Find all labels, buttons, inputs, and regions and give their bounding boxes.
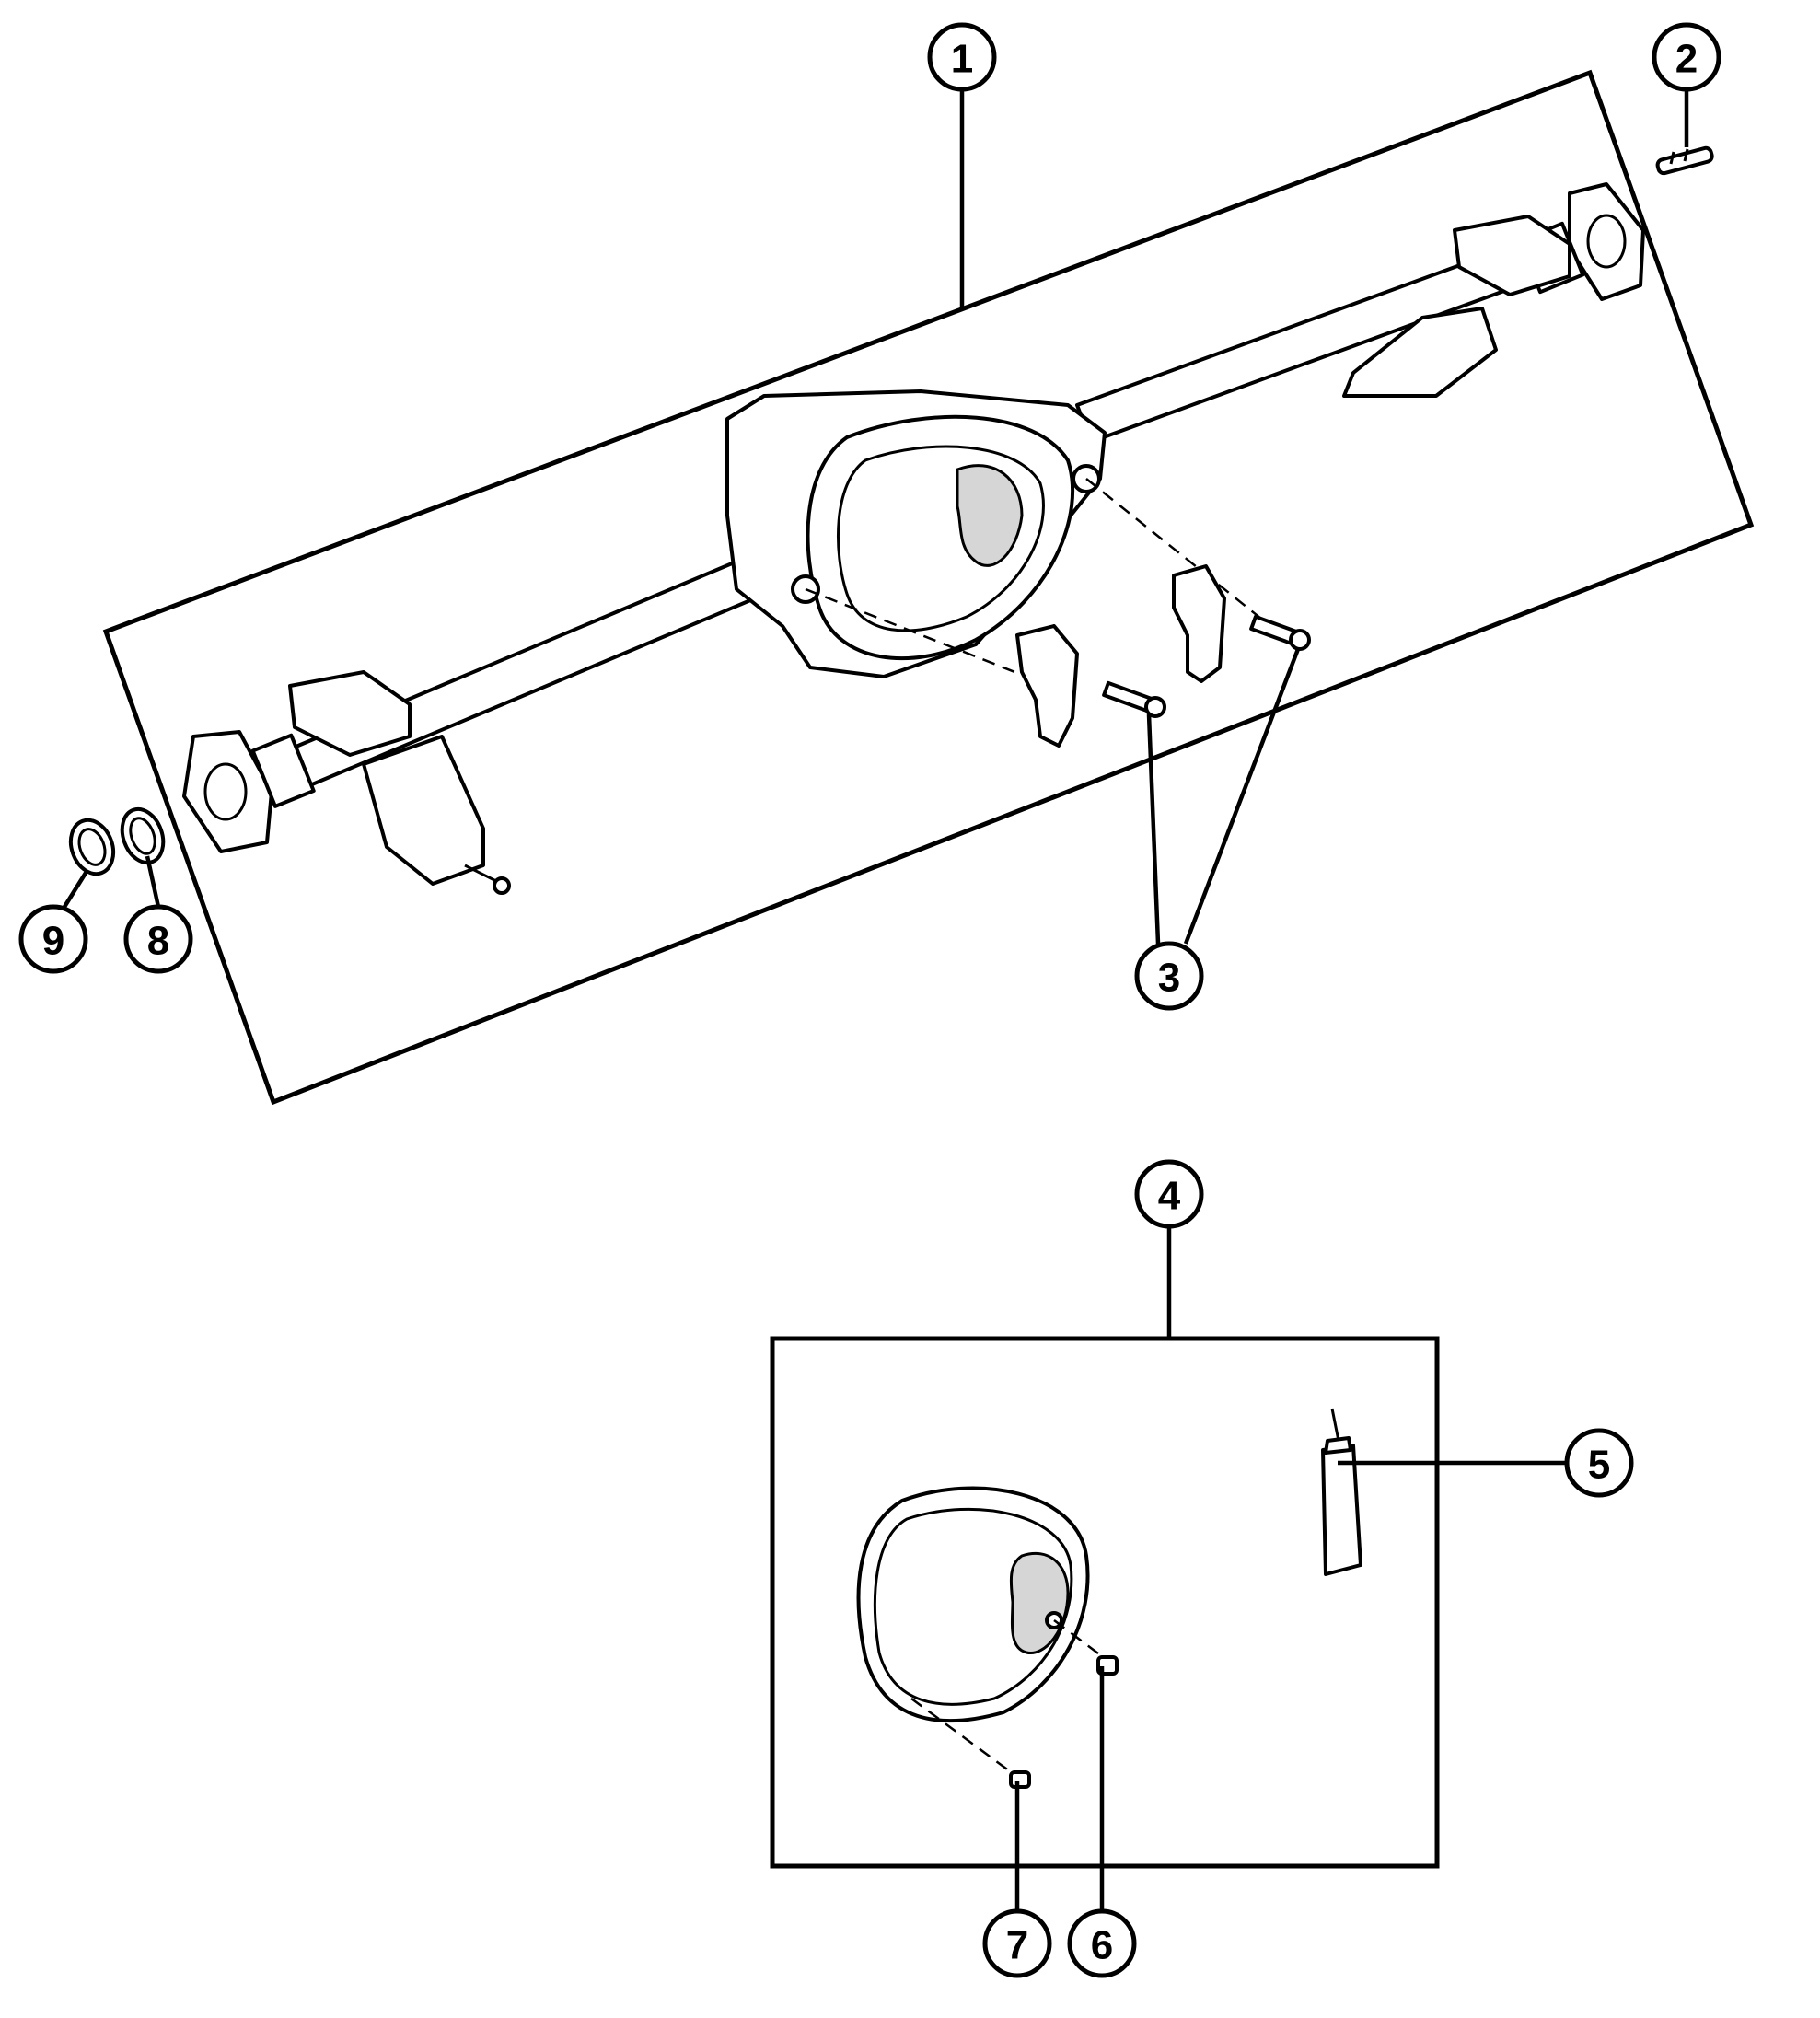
sealant-tube-part-5 (1321, 1408, 1362, 1576)
fill-plug-line (1053, 1619, 1110, 1663)
axle-housing (182, 182, 1645, 895)
spring-pad-left (288, 670, 412, 757)
leader-9 (63, 868, 89, 909)
cover-bolt-line (910, 1697, 1018, 1779)
callout-9: 9 (18, 904, 88, 974)
leader-8 (145, 855, 161, 908)
axle-flange-left-bore (203, 762, 248, 821)
svg-text:5: 5 (1588, 1443, 1610, 1488)
callout-7: 7 (982, 1908, 1052, 1978)
svg-text:8: 8 (147, 919, 169, 964)
assembly-1-frame (102, 69, 1755, 1106)
callout-3: 3 (1134, 941, 1204, 1011)
shock-stud-left-end (493, 876, 511, 895)
differential-ring-gear-opening (956, 464, 1024, 567)
svg-text:4: 4 (1158, 1174, 1181, 1219)
callout-5: 5 (1564, 1428, 1634, 1498)
bearing-cap-line-1 (805, 587, 1027, 678)
bearing-cap-line-2 (1085, 478, 1271, 627)
spring-pad-right (1453, 215, 1571, 296)
kit-4-frame (770, 1336, 1440, 1869)
axle-flange-right (1568, 182, 1645, 301)
axle-flange-left (182, 730, 273, 853)
differential-cover-flange (806, 414, 1075, 661)
retainer-ring-part-9 (68, 818, 116, 876)
axle-seal-part-8 (120, 806, 166, 865)
leader-3b (1183, 648, 1301, 945)
svg-text:1: 1 (951, 37, 973, 82)
svg-text:6: 6 (1091, 1923, 1113, 1968)
bearing-cap-bolt-right (1249, 614, 1311, 651)
differential-cover-face (836, 445, 1045, 632)
bearing-cap-right (1172, 564, 1226, 683)
shock-bracket-right (1342, 307, 1498, 398)
callout-1: 1 (927, 22, 997, 92)
axle-bearing-seat-left (250, 733, 316, 808)
callout-8: 8 (123, 904, 193, 974)
callout-4: 4 (1134, 1159, 1204, 1229)
shock-bracket-left (362, 735, 485, 886)
axle-flange-right-bore (1586, 214, 1627, 269)
cover-bolt-part-7 (1009, 1770, 1031, 1789)
svg-text:3: 3 (1158, 956, 1180, 1001)
bearing-cap-left (1015, 624, 1079, 748)
callout-6: 6 (1067, 1908, 1137, 1978)
leader-3a (1146, 713, 1161, 945)
vent-fitting (1655, 145, 1714, 176)
callout-2: 2 (1652, 22, 1721, 92)
differential-cover (856, 1486, 1090, 1723)
bearing-cap-bolt-left (1102, 680, 1166, 718)
svg-text:2: 2 (1675, 37, 1698, 82)
differential-cover-inner (873, 1507, 1073, 1706)
svg-text:7: 7 (1006, 1923, 1028, 1968)
svg-text:9: 9 (42, 919, 64, 964)
